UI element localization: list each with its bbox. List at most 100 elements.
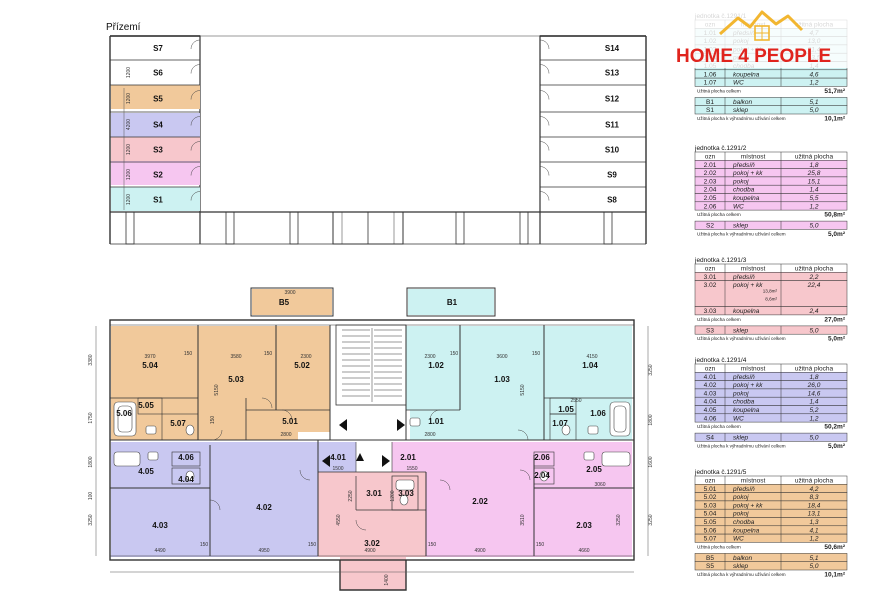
- row-name: pokoj: [732, 390, 749, 397]
- header-plocha: užitná plocha: [795, 266, 834, 273]
- logo-text: HOME 4 PEOPLE: [676, 46, 831, 67]
- header-ozn: ozn: [705, 478, 716, 485]
- row-area: 2,4: [808, 308, 818, 315]
- row-ozn: 2.01: [704, 162, 717, 169]
- row-ozn: 4.06: [704, 415, 717, 422]
- row-ozn: 4.04: [704, 399, 717, 406]
- total-label: Užitná plocha celkem: [697, 544, 741, 549]
- unit5-fill: [111, 326, 330, 440]
- row-name: pokoj: [732, 178, 749, 185]
- staircase-steps: [342, 328, 402, 402]
- row-note: 13,8m²: [763, 289, 778, 294]
- dimension-top2: 3580: [230, 354, 241, 360]
- row-ozn: 2.03: [704, 178, 717, 185]
- bathtub-icon: [601, 451, 631, 467]
- room-label-4-01: 4.01: [330, 453, 346, 462]
- dimension-top6: 4150: [586, 354, 597, 360]
- cellar-label-s9: S9: [607, 171, 617, 180]
- dimension-mid1: 2800: [280, 432, 291, 438]
- header-ozn: ozn: [705, 266, 716, 273]
- row-area: 4,2: [809, 486, 818, 493]
- cellar-partitions: [110, 39, 646, 201]
- extra-area: 5,0: [809, 223, 818, 230]
- row-name: WC: [733, 536, 744, 543]
- row-name: pokoj + kk: [732, 382, 763, 389]
- cellar-fills: [111, 85, 200, 211]
- cellar-label-s1: S1: [153, 196, 163, 205]
- dimension-top5: 3600: [496, 354, 507, 360]
- dimension-d3060: 3060: [594, 482, 605, 488]
- dimension-v3510: 3510: [520, 514, 526, 525]
- extra-total-value: 10,1m²: [824, 116, 845, 123]
- dimension-d150c: 150: [450, 351, 459, 357]
- toilet-icon: [561, 424, 571, 436]
- room-label-1-04: 1.04: [582, 361, 598, 370]
- row-ozn: 5.07: [704, 536, 717, 543]
- cellar-s1-fill: [111, 187, 200, 211]
- extra-total-label: Užitná plocha k výhradnímu užívání celke…: [697, 116, 786, 121]
- row-ozn: 5.03: [704, 502, 717, 509]
- dimension-v1600: 1600: [648, 456, 654, 467]
- header-mistnost: místnost: [741, 154, 766, 161]
- dimension-v2250: 2250: [348, 490, 354, 501]
- row-name: pokoj + kk: [732, 170, 763, 177]
- room-label-2-03: 2.03: [576, 521, 592, 530]
- extra-ozn: S5: [706, 563, 714, 570]
- door-swings: [209, 397, 531, 531]
- row-ozn: 3.02: [704, 282, 717, 289]
- row-name: pokoj + kk: [732, 502, 763, 509]
- dimension-d150b: 150: [264, 351, 273, 357]
- extra-total-value: 5,0m²: [828, 231, 846, 238]
- room-label-4-02: 4.02: [256, 503, 272, 512]
- arrow-right-icon: [397, 419, 405, 431]
- cellar-label-s14: S14: [605, 44, 620, 53]
- total-label: Užitná plocha celkem: [697, 317, 741, 322]
- unit-walls: [109, 287, 635, 591]
- room-label-b1: B1: [447, 298, 458, 307]
- extra-total-value: 10,1m²: [824, 572, 845, 579]
- row-ozn: 4.03: [704, 390, 717, 397]
- row-ozn: 4.01: [704, 374, 717, 381]
- cellar-s5-fill: [111, 85, 200, 109]
- extra-ozn: S1: [706, 107, 714, 114]
- arrow-up-icon: [356, 453, 364, 461]
- dimension-top3: 2300: [300, 354, 311, 360]
- row-area: 5,2: [809, 407, 818, 414]
- row-ozn: 2.05: [704, 195, 717, 202]
- company-logo: HOME 4 PEOPLE: [676, 10, 831, 67]
- row-area: 22,4: [807, 282, 821, 289]
- row-name: pokoj: [732, 511, 749, 518]
- cellar-s4-fill: [111, 113, 200, 137]
- row-ozn: 3.03: [704, 308, 717, 315]
- total-value: 27,0m²: [824, 316, 845, 323]
- cellar-label-s4: S4: [153, 121, 163, 130]
- total-value: 51,7m²: [824, 88, 845, 95]
- row-name: koupelna: [733, 195, 760, 202]
- row-area: 1,4: [809, 399, 818, 406]
- row-ozn: 5.06: [704, 527, 717, 534]
- header-mistnost: místnost: [741, 266, 766, 273]
- room-label-2-04: 2.04: [534, 471, 550, 480]
- dimension-b150d: 150: [536, 542, 545, 548]
- cellar-dimension: 1200: [126, 67, 132, 78]
- total-value: 50,6m²: [824, 544, 845, 551]
- extra-total-label: Užitná plocha k výhradnímu užívání celke…: [697, 231, 786, 236]
- row-area: 15,1: [808, 178, 821, 185]
- room-label-2-01: 2.01: [400, 453, 416, 462]
- row-name: chodba: [733, 519, 755, 526]
- row-area: 1,3: [809, 519, 818, 526]
- row-note: 8,6m²: [765, 297, 777, 302]
- dimension-v3380: 3380: [88, 354, 94, 365]
- cellar-dimension: 1200: [126, 169, 132, 180]
- row-name: předsíň: [732, 374, 755, 381]
- dimension-d150a: 150: [184, 351, 193, 357]
- fixtures: [113, 401, 631, 506]
- dimension-mid2: 2800: [424, 432, 435, 438]
- area-tables: jednotka č.1291/1oznmístnostužitná ploch…: [694, 13, 848, 579]
- room-label-1-01: 1.01: [428, 417, 444, 426]
- extra-name: balkon: [733, 99, 753, 106]
- cellar-s2-fill: [111, 161, 200, 185]
- extra-ozn: S2: [706, 223, 714, 230]
